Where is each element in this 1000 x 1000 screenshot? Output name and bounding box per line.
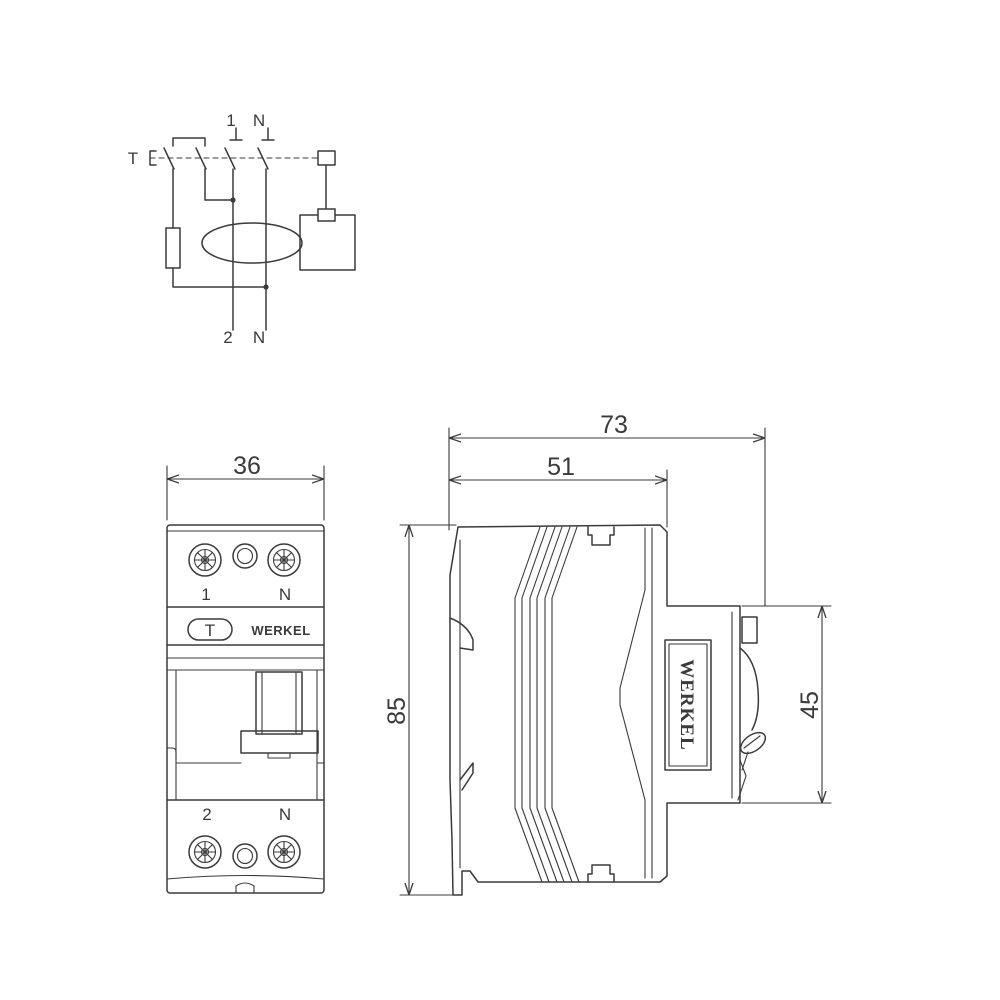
side-rib <box>521 526 550 883</box>
bottom-terminal-screw-2 <box>188 835 222 869</box>
front-width-dimension: 36 <box>233 452 261 480</box>
side-lower-front-contour <box>737 759 747 801</box>
wiring-schematic: T 1 N 2 N <box>128 111 356 347</box>
front-bottom-edge-curve <box>166 874 325 880</box>
side-rib <box>544 526 573 883</box>
height-total-dimension: 85 <box>383 697 411 725</box>
side-cooling-ribs <box>514 526 580 883</box>
din-rail-hook-lower <box>459 762 474 791</box>
front-height-dimension: 45 <box>796 691 824 719</box>
front-terminal-n-bottom-label: N <box>279 805 291 824</box>
test-button-label: T <box>205 621 215 640</box>
top-terminal-screw-n <box>267 543 301 577</box>
neutral-contact-blade <box>257 147 269 170</box>
side-rib <box>536 526 565 883</box>
trip-coil-box <box>317 208 336 222</box>
schematic-terminal-2-bottom: 2 <box>223 328 232 347</box>
phase-contact-blade <box>224 147 236 170</box>
test-button <box>187 618 233 641</box>
front-lever-guide <box>166 747 242 764</box>
junction-dot-phase <box>230 197 236 203</box>
schematic-terminal-n-bottom: N <box>253 328 265 347</box>
electronics-block <box>299 214 356 271</box>
side-brand-plate <box>664 639 712 771</box>
depth-body-dimension: 51 <box>547 453 575 481</box>
side-body-outline <box>449 524 741 896</box>
schematic-test-label: T <box>128 149 138 168</box>
terminal-symbol-neutral <box>261 127 275 141</box>
side-view: 73 51 85 45 WERKEL <box>383 411 832 896</box>
trip-mechanism-box <box>317 150 336 166</box>
terminal-symbol-phase <box>229 127 243 141</box>
toggle-lever <box>255 671 303 735</box>
top-terminal-screw-1 <box>188 543 222 577</box>
side-rib <box>551 526 580 883</box>
schematic-terminal-n-top: N <box>253 111 265 130</box>
front-view: 36 1 N T WERKEL 2 N <box>166 452 325 894</box>
side-test-button-profile <box>741 616 758 644</box>
side-chevron-contour <box>619 527 646 879</box>
front-terminal-1-label: 1 <box>201 585 210 604</box>
test-circuit-upper <box>204 168 234 201</box>
schematic-terminal-1-top: 1 <box>226 111 235 130</box>
din-clip-front <box>235 882 255 894</box>
side-top-clip <box>587 526 615 546</box>
side-bottom-clip <box>587 864 615 883</box>
bottom-terminal-screw-n <box>267 835 301 869</box>
toggle-lever-notch <box>267 752 291 759</box>
side-rib <box>514 526 543 883</box>
toggle-lever-base <box>240 730 319 754</box>
test-contact-blade-left <box>163 147 175 170</box>
front-terminal-2-label: 2 <box>202 805 211 824</box>
front-body-outline <box>166 524 325 894</box>
side-brand-plate-inner <box>668 643 708 767</box>
front-brand-label: WERKEL <box>251 623 310 638</box>
front-terminal-n-label: N <box>279 585 291 604</box>
test-bracket <box>172 137 206 147</box>
bottom-indicator-window <box>232 843 258 869</box>
side-brand-label: WERKEL <box>676 659 697 751</box>
test-circuit-lower <box>172 267 267 288</box>
test-contact-blade-right <box>195 147 207 170</box>
depth-total-dimension: 73 <box>600 411 628 439</box>
junction-dot-neutral <box>263 284 269 290</box>
test-resistor <box>165 227 181 269</box>
current-transformer-core <box>201 222 303 264</box>
top-indicator-window <box>232 543 258 569</box>
side-lever-housing-contour <box>739 647 760 731</box>
side-rib <box>529 526 558 883</box>
din-rail-hook-upper <box>449 617 474 651</box>
side-toggle-lever <box>739 731 767 755</box>
